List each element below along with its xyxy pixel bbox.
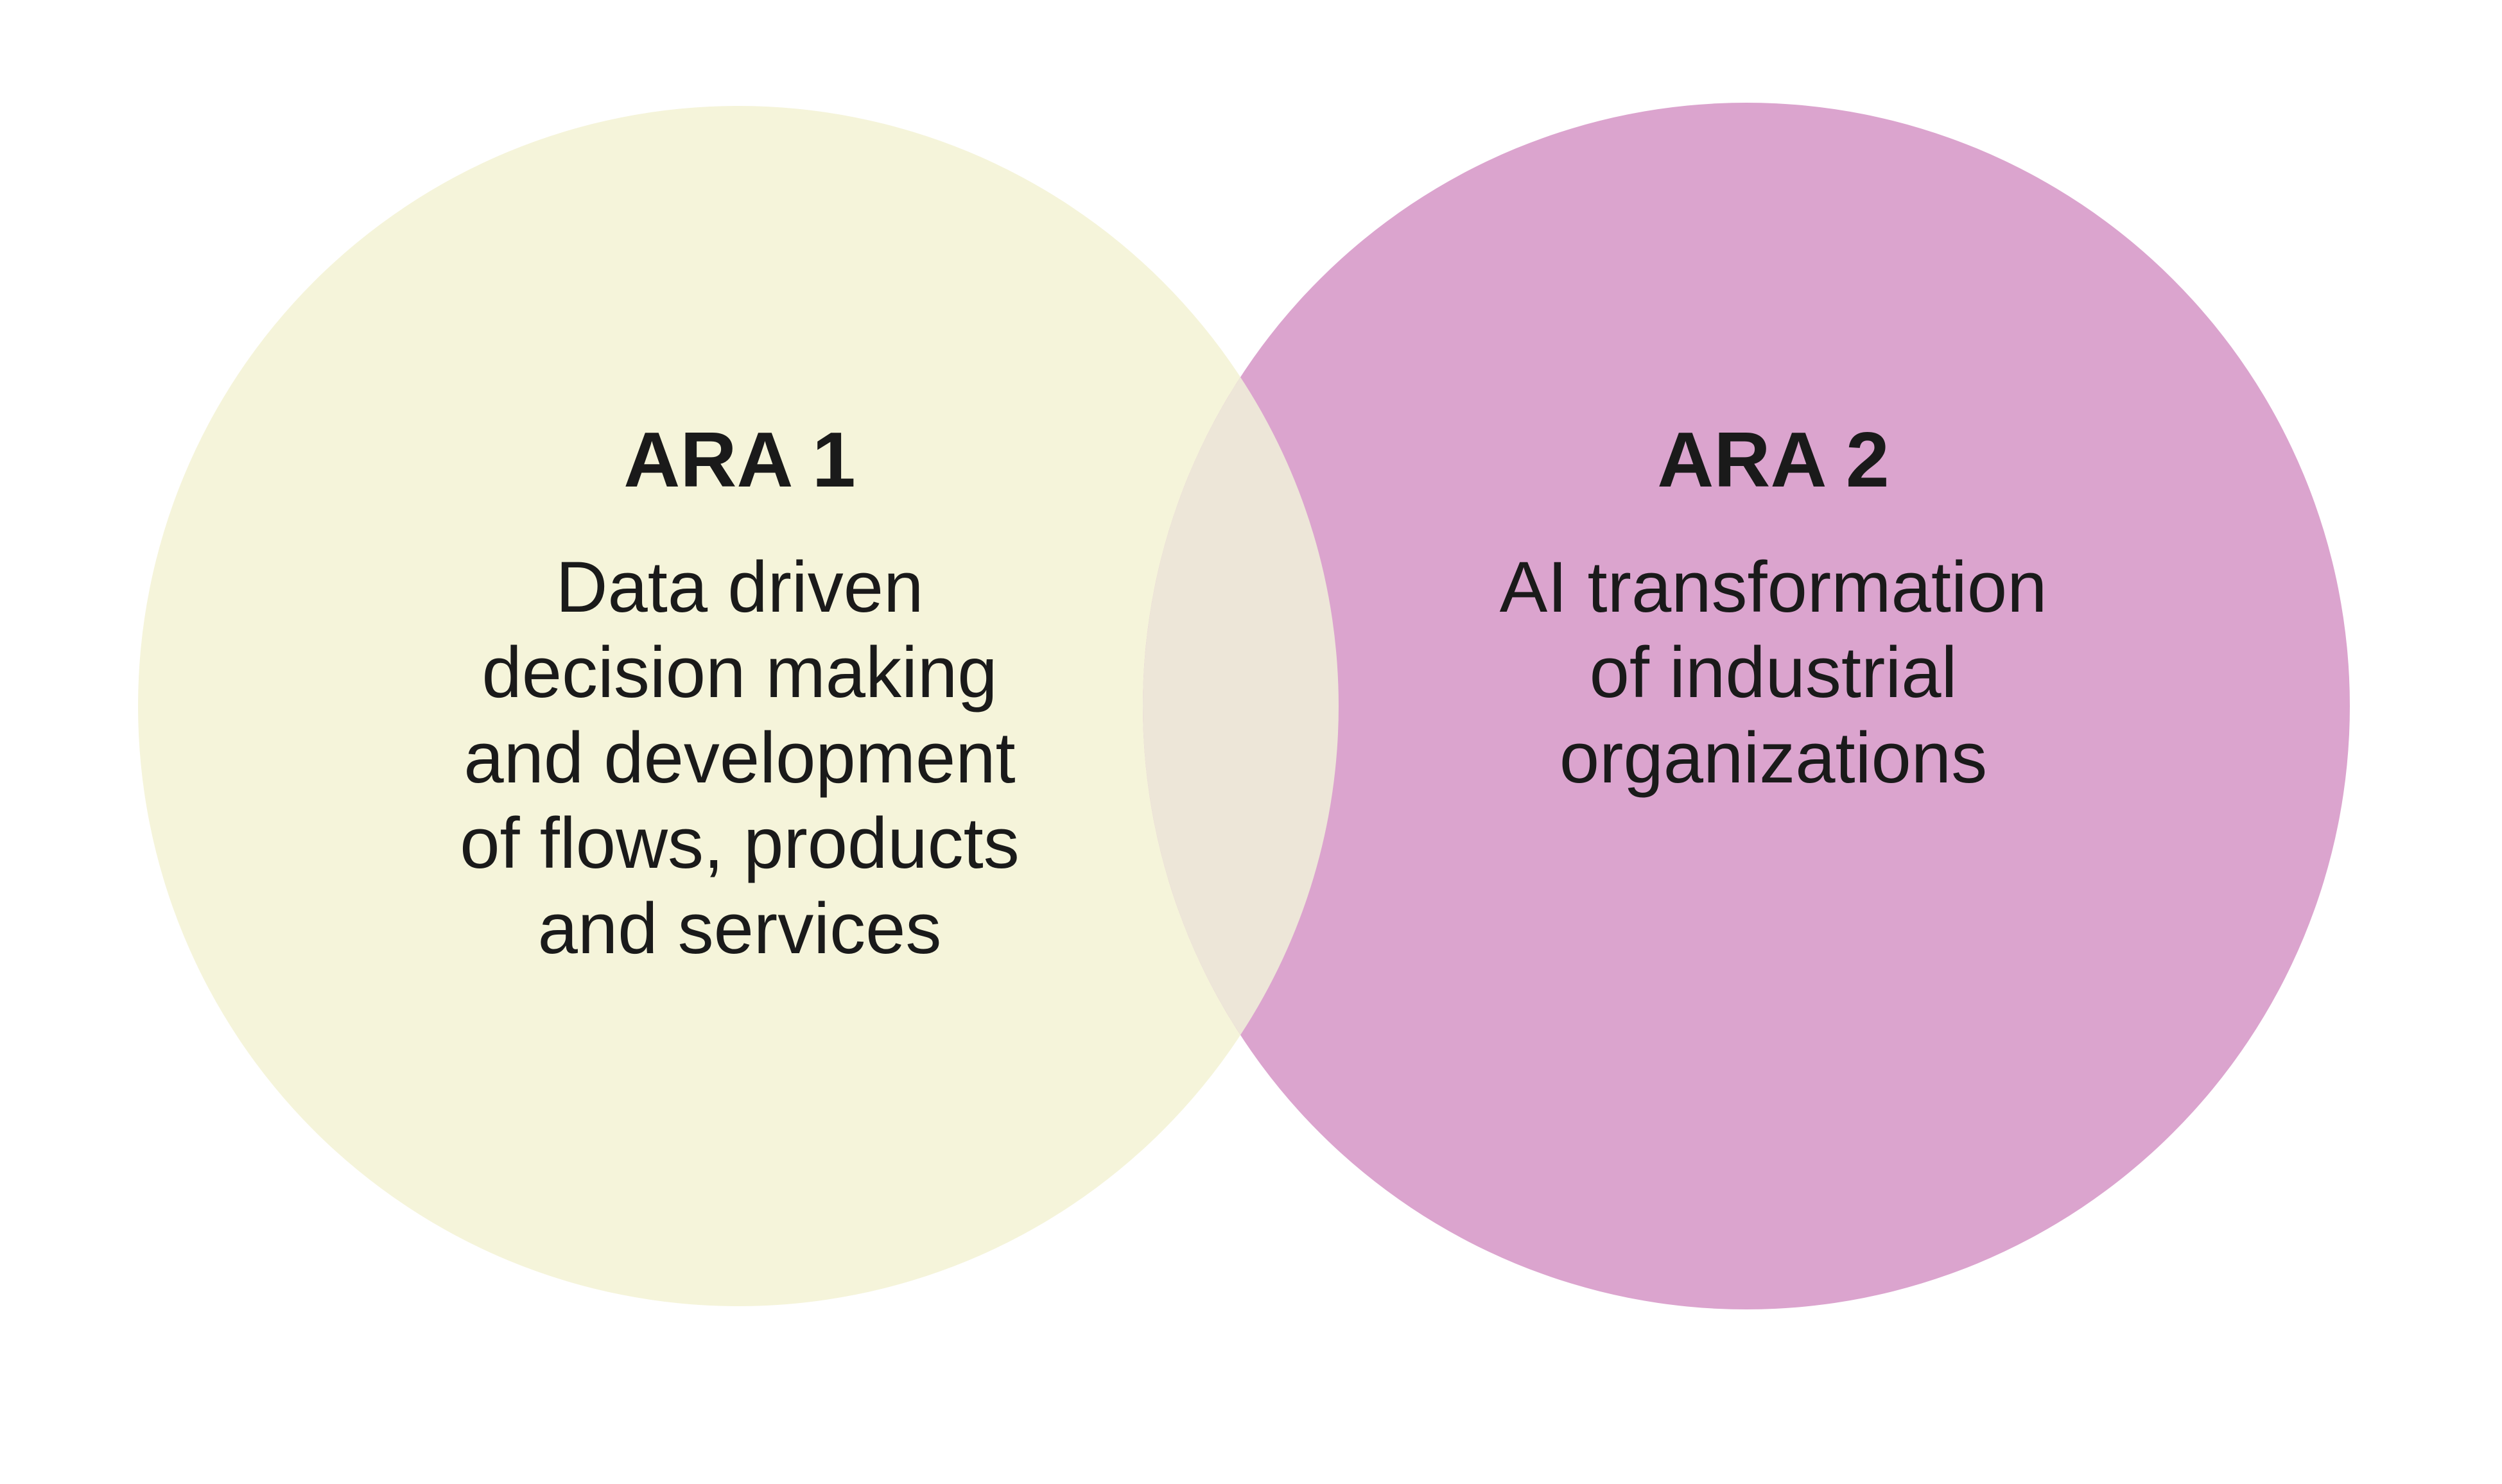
ara1-description-line: and development <box>464 718 1016 798</box>
ara2-circle <box>1143 103 2350 1309</box>
ara1-description-line: and services <box>537 888 942 969</box>
ara1-title: ARA 1 <box>623 416 856 503</box>
ara1-description-line: of flows, products <box>460 803 1020 883</box>
ara1-circle <box>138 106 1339 1306</box>
ara2-description-line: organizations <box>1559 718 1988 798</box>
ara1-description: Data driven decision making and developm… <box>258 544 1221 971</box>
ara2-label-group: ARA 2 AI transformation of industrial or… <box>1292 417 2255 800</box>
ara2-description-line: AI transformation <box>1499 547 2047 627</box>
ara2-title: ARA 2 <box>1657 416 1890 503</box>
ara1-description-line: Data driven <box>555 547 924 627</box>
ara1-description-line: decision making <box>482 632 998 712</box>
ara1-label-group: ARA 1 Data driven decision making and de… <box>258 417 1221 971</box>
overlap-region <box>1142 377 1339 1035</box>
ara2-description-line: of industrial <box>1589 632 1958 712</box>
ara2-description: AI transformation of industrial organiza… <box>1292 544 2255 800</box>
